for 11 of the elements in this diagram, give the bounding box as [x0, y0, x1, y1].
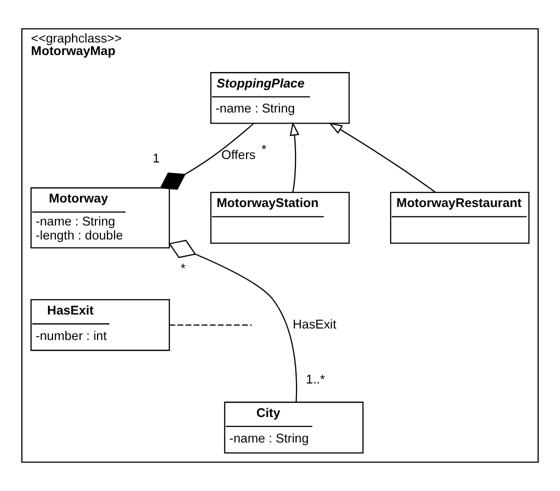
- label: *: [180, 261, 186, 276]
- label: 1: [152, 152, 160, 166]
- label: 1..*: [306, 372, 325, 387]
- edge-label: HasExit: [292, 317, 336, 332]
- connector: [160, 123, 254, 190]
- arrow: [290, 122, 300, 192]
- edge-label: Offers: [221, 148, 256, 162]
- connector: [168, 240, 298, 402]
- connector: [169, 324, 252, 326]
- label: *: [262, 142, 266, 157]
- arrow: [328, 122, 436, 193]
